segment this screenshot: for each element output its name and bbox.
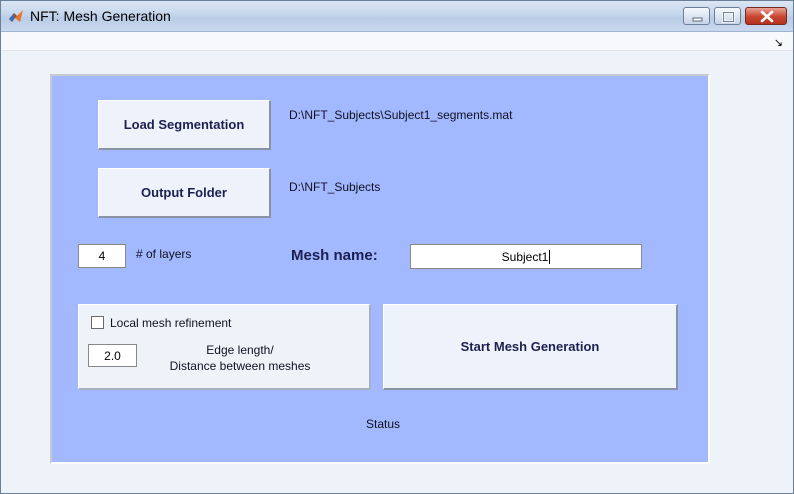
status-text: Status xyxy=(366,417,401,431)
window-title: NFT: Mesh Generation xyxy=(30,8,171,24)
segmentation-path: D:\NFT_Subjects\Subject1_segments.mat xyxy=(289,108,513,122)
mesh-name-label: Mesh name: xyxy=(291,247,378,264)
edge-length-label: Edge length/ Distance between meshes xyxy=(150,342,330,374)
layers-label: # of layers xyxy=(136,247,192,261)
edge-length-label-line1: Edge length/ xyxy=(206,343,274,357)
text-caret xyxy=(549,249,551,264)
close-button[interactable] xyxy=(745,7,787,25)
maximize-button[interactable] xyxy=(714,7,741,25)
load-segmentation-button[interactable]: Load Segmentation xyxy=(98,100,271,150)
edge-length-input[interactable]: 2.0 xyxy=(88,344,137,367)
dock-arrow-icon[interactable]: ↘ xyxy=(773,36,783,49)
output-folder-path: D:\NFT_Subjects xyxy=(289,180,381,194)
minimize-icon xyxy=(692,17,703,22)
output-folder-button[interactable]: Output Folder xyxy=(98,168,271,218)
edge-length-label-line2: Distance between meshes xyxy=(169,359,311,373)
mesh-name-value: Subject1 xyxy=(501,249,549,264)
maximize-icon xyxy=(722,11,735,23)
local-refinement-label: Local mesh refinement xyxy=(110,316,232,330)
start-mesh-generation-button[interactable]: Start Mesh Generation xyxy=(383,304,678,390)
mesh-name-input[interactable]: Subject1 xyxy=(410,244,642,269)
matlab-logo-icon xyxy=(9,10,23,22)
layers-input[interactable]: 4 xyxy=(78,244,126,268)
menu-bar xyxy=(1,32,793,51)
local-refinement-checkbox[interactable] xyxy=(91,316,104,329)
minimize-button[interactable] xyxy=(683,7,710,25)
close-icon xyxy=(760,10,774,23)
title-bar[interactable]: NFT: Mesh Generation xyxy=(1,1,793,32)
